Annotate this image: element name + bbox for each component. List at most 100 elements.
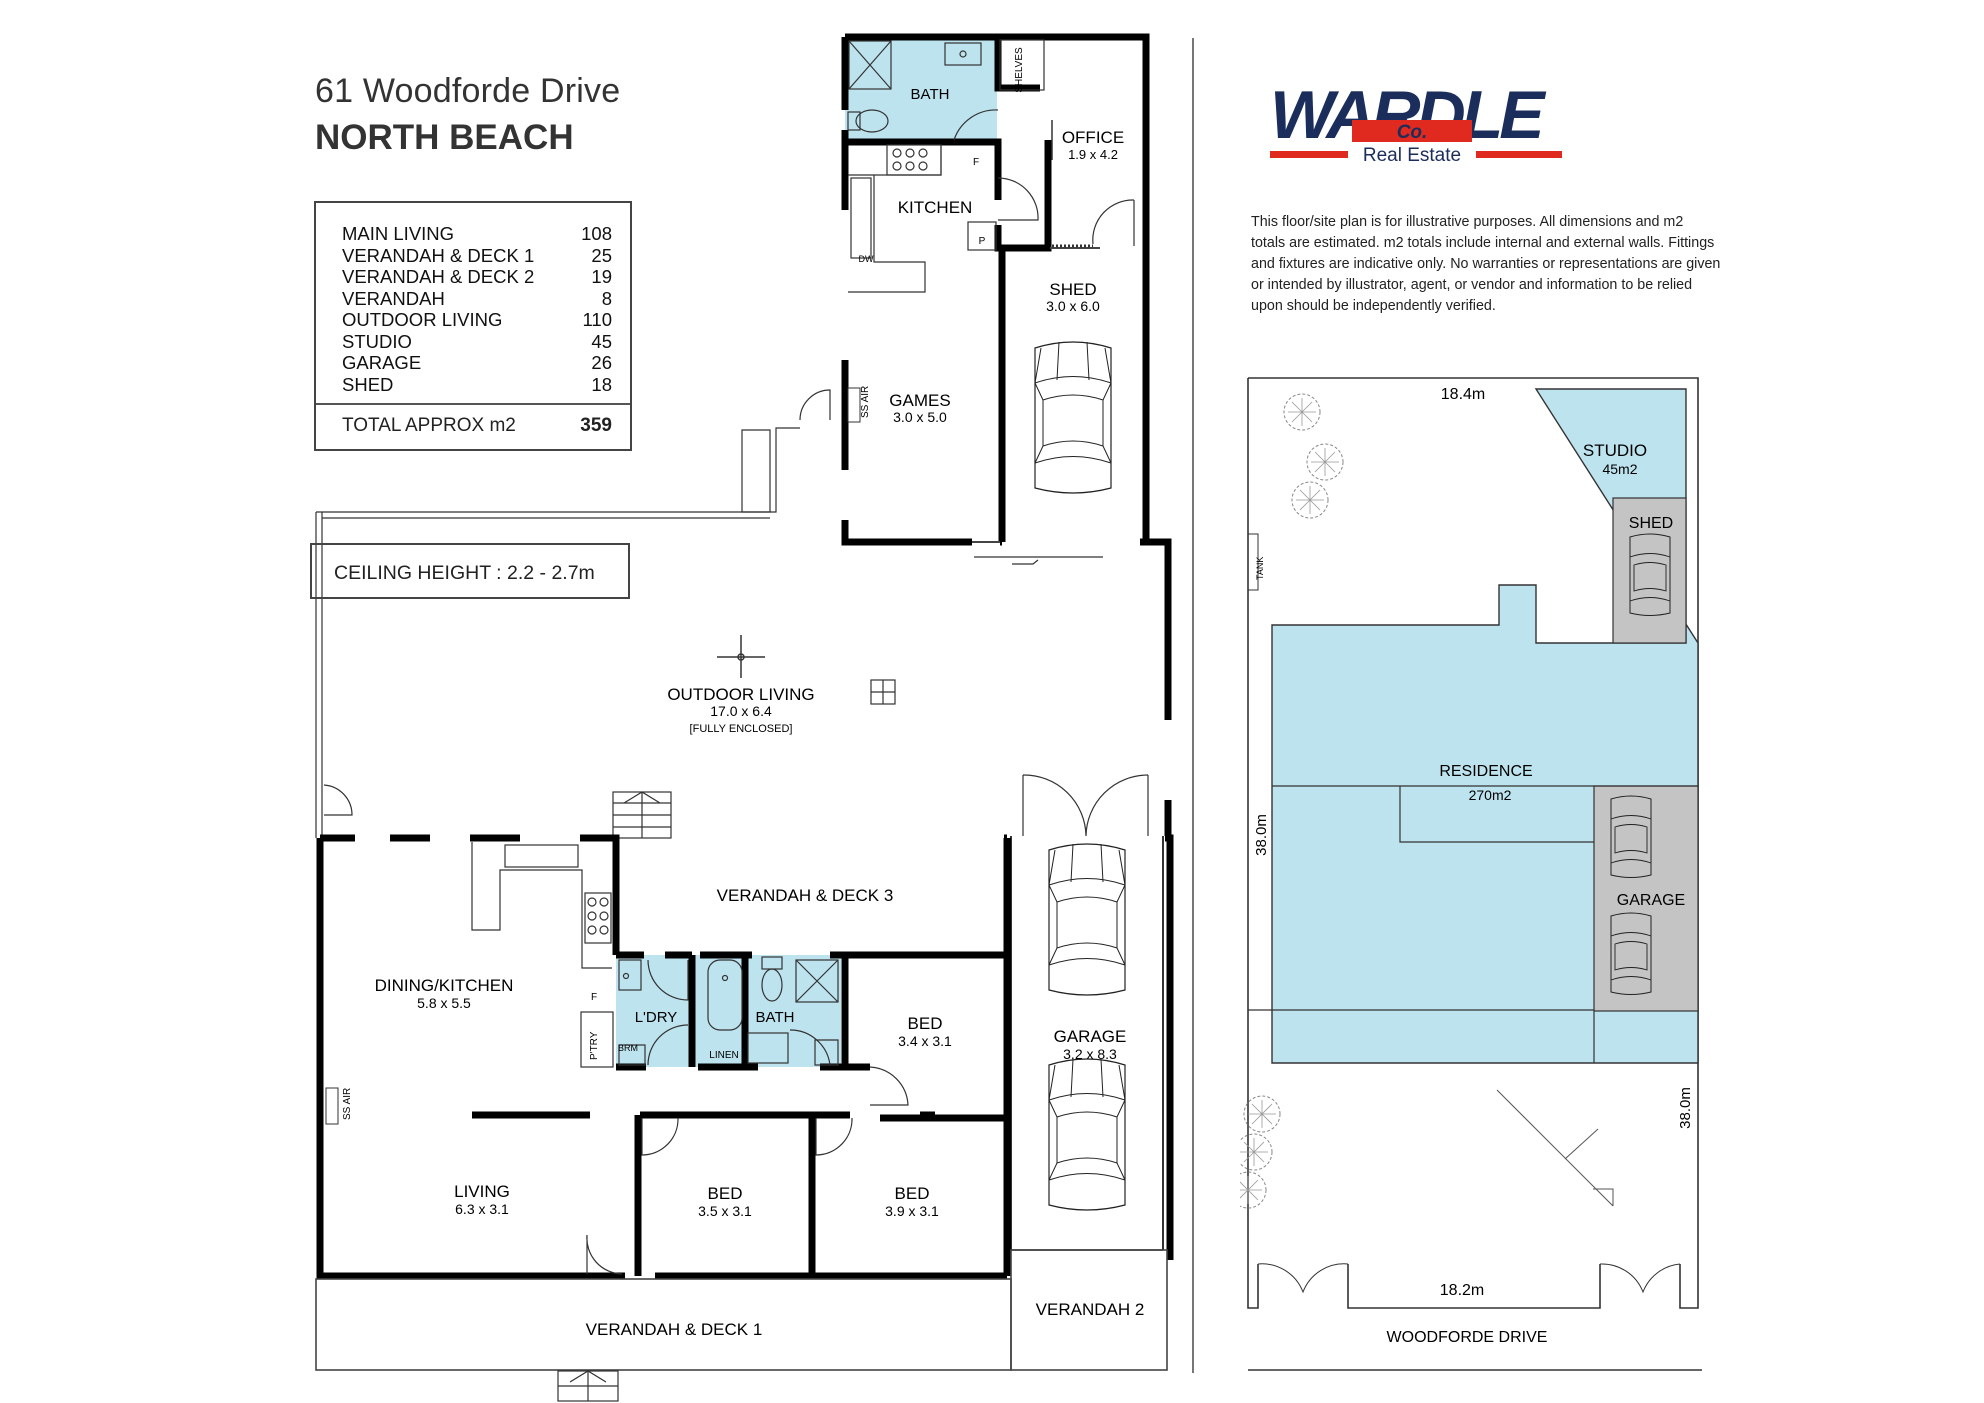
room-label-games: GAMES (889, 391, 950, 410)
bottom-width-label: 18.2m (1440, 1282, 1484, 1299)
room-label-bath-lower: BATH (756, 1009, 795, 1026)
room-dims-bed-1: 3.4 x 3.1 (898, 1033, 952, 1049)
area-row: VERANDAH & DECK 1 25 (342, 245, 612, 267)
fridge-label-lower: F (591, 992, 597, 1003)
area-label: VERANDAH (342, 287, 445, 309)
pantry-label: P'TRY (589, 1031, 600, 1060)
dishwasher-label: DW (859, 254, 874, 264)
ceiling-fan-icon (717, 635, 765, 678)
area-value: 108 (581, 223, 612, 244)
laundry-bath-fixtures (618, 956, 839, 1066)
room-label-bath-upper: BATH (911, 86, 950, 103)
tank (1247, 533, 1259, 591)
linen-label: LINEN (709, 1050, 738, 1061)
lower-house-walls (316, 834, 1174, 1280)
total-label: TOTAL APPROX m2 (342, 415, 516, 436)
room-label-laundry: L'DRY (635, 1009, 678, 1026)
stairs-icon (612, 791, 672, 839)
table-divider (316, 403, 630, 405)
disclaimer-text: This floor/site plan is for illustrative… (1251, 214, 1721, 314)
bath-fixtures (847, 40, 999, 141)
area-value: 19 (591, 266, 612, 287)
area-row: GARAGE 26 (342, 352, 612, 374)
area-value: 8 (601, 287, 612, 309)
room-dims-office: 1.9 x 4.2 (1068, 147, 1118, 162)
area-rows: MAIN LIVING 108 VERANDAH & DECK 1 25 VERAN… (342, 223, 612, 395)
fridge-label: F (973, 157, 979, 168)
room-label-shed: SHED (1049, 280, 1096, 299)
room-label-bed-2: BED (708, 1184, 743, 1203)
room-dims-dining-kitchen: 5.8 x 5.5 (417, 995, 471, 1011)
area-row: VERANDAH & DECK 2 19 (342, 266, 612, 288)
logo-co: Co. (1397, 122, 1428, 143)
room-label-living: LIVING (454, 1182, 510, 1201)
site-plan: TANK 18.4m STUDIO 45m2 SHED RESIDENCE 27… (1240, 377, 1702, 1371)
deck-railing (315, 389, 831, 838)
ceiling-height-note: CEILING HEIGHT : 2.2 - 2.7m (310, 543, 630, 599)
floor-plan: BATH SHELVES OFFICE 1.9 x 4.2 KITCHEN F … (315, 33, 1174, 1402)
area-value: 25 (591, 244, 612, 266)
room-dims-bed-2: 3.5 x 3.1 (698, 1203, 752, 1219)
area-label: SHED (342, 373, 394, 395)
area-summary-table: MAIN LIVING 108 VERANDAH & DECK 1 25 VERAN… (314, 201, 632, 451)
area-total-row: TOTAL APPROX m2 359 (342, 415, 612, 437)
room-note-outdoor-living: [FULLY ENCLOSED] (690, 723, 793, 735)
room-label-bed-1: BED (908, 1014, 943, 1033)
tree-icon (1291, 481, 1329, 519)
studio-label: STUDIO (1583, 441, 1647, 460)
property-address: 61 Woodforde Drive (315, 72, 621, 110)
area-row: MAIN LIVING 108 (342, 223, 612, 245)
front-stairs-icon (557, 1370, 619, 1402)
property-suburb: NORTH BEACH (315, 118, 574, 157)
lower-wet-area-fill (616, 955, 841, 1067)
area-label: MAIN LIVING (342, 223, 455, 244)
double-door (1022, 774, 1149, 837)
room-label-bed-3: BED (895, 1184, 930, 1203)
car-icon (1034, 341, 1112, 494)
shelves-label: SHELVES (1014, 47, 1025, 93)
door-swings (586, 1117, 853, 1275)
room-label-verandah-2: VERANDAH 2 (1036, 1300, 1145, 1319)
lower-kitchen-fixtures (471, 842, 614, 1068)
tree-icon (1306, 443, 1344, 481)
area-label: GARAGE (342, 352, 422, 373)
area-label: VERANDAH & DECK 2 (342, 266, 535, 287)
tree-icon (1283, 393, 1321, 431)
area-value: 18 (591, 373, 612, 395)
driveway-gates (1257, 1263, 1681, 1294)
pantry-small-label: P (979, 236, 986, 247)
area-value: 26 (591, 352, 612, 373)
room-label-office: OFFICE (1062, 128, 1124, 147)
area-label: STUDIO (342, 330, 412, 352)
tree-icon (1240, 1171, 1267, 1209)
room-label-kitchen: KITCHEN (898, 198, 973, 217)
area-label: VERANDAH & DECK 1 (342, 244, 535, 266)
tank-label: TANK (1255, 557, 1265, 580)
logo-tagline: Real Estate (1363, 145, 1461, 166)
broom-label: BRM (618, 1043, 638, 1053)
area-row: VERANDAH 8 (342, 288, 612, 310)
room-label-verandah-deck-1: VERANDAH & DECK 1 (586, 1320, 763, 1339)
area-value: 110 (582, 309, 613, 330)
kitchen-fixtures (848, 144, 1039, 293)
area-label: OUTDOOR LIVING (342, 309, 503, 330)
room-dims-outdoor-living: 17.0 x 6.4 (710, 703, 772, 719)
upper-block-walls (841, 33, 1172, 836)
room-label-garage: GARAGE (1054, 1027, 1127, 1046)
car-icon (1048, 843, 1126, 996)
residence-area: 270m2 (1469, 787, 1512, 803)
room-dims-garage: 3.2 x 8.3 (1063, 1046, 1117, 1062)
right-depth-label: 38.0m (1677, 1087, 1694, 1129)
room-dims-bed-3: 3.9 x 3.1 (885, 1203, 939, 1219)
room-dims-games: 3.0 x 5.0 (893, 409, 947, 425)
ss-air-label-living: SS AIR (342, 1088, 353, 1120)
room-label-dining-kitchen: DINING/KITCHEN (375, 976, 514, 995)
site-boundary (1247, 377, 1699, 1309)
room-label-outdoor-living: OUTDOOR LIVING (667, 685, 814, 704)
left-depth-label: 38.0m (1253, 814, 1270, 856)
section-divider (1192, 38, 1194, 1373)
verandah-2-outline (1010, 1249, 1168, 1371)
studio-area: 45m2 (1602, 461, 1637, 477)
top-width-label: 18.4m (1441, 386, 1485, 403)
